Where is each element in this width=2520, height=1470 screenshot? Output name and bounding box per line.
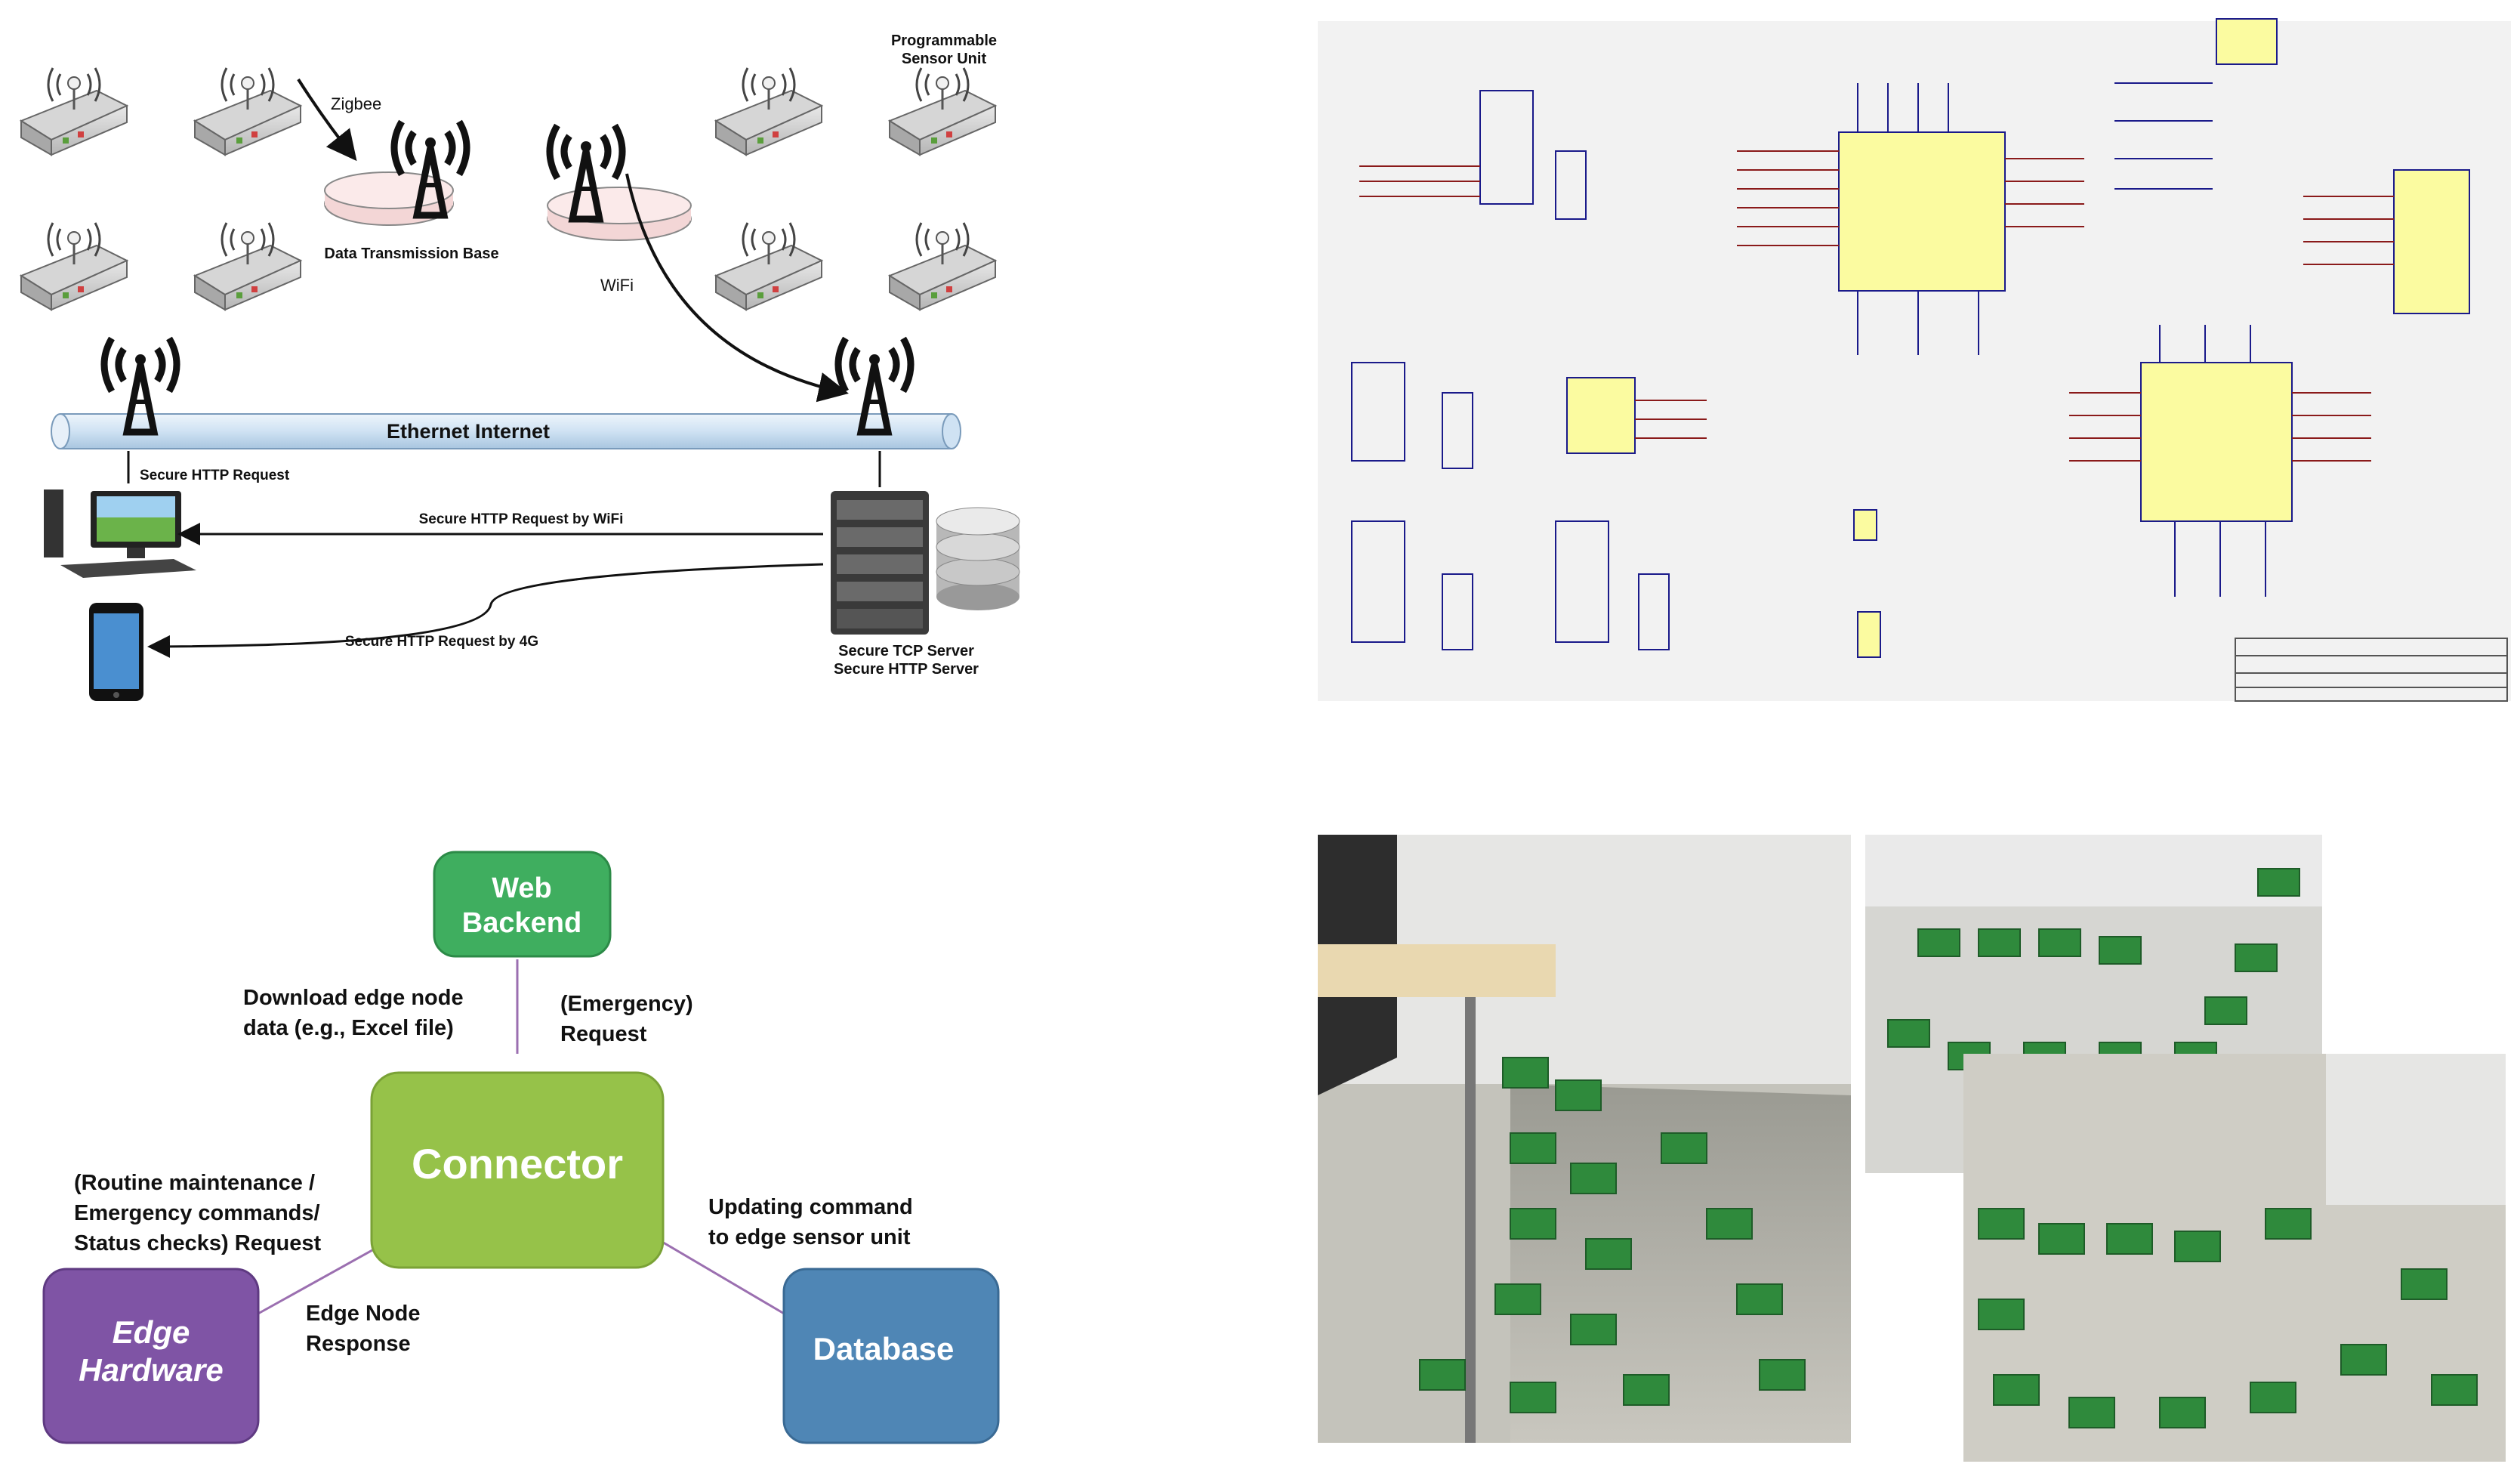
web-backend-box [433,851,612,958]
edge-hardware-label: Edge [113,1314,190,1350]
circuit-schematic [1318,18,2511,702]
sensor-unit-icon [20,66,128,156]
updating-command-label: Updating command [708,1195,913,1219]
sensor-unit-label: Programmable [891,32,997,49]
secure-http-label: Secure HTTP Request [140,468,290,483]
smartphone-icon [89,603,143,701]
4g-request-arrow [147,563,824,658]
routine-request-label: Emergency commands/ [74,1201,320,1225]
schematic-title-block [2235,638,2508,702]
deployment-photo-left [1318,835,1851,1443]
download-label: data (e.g., Excel file) [243,1016,454,1040]
base-station-icon [324,122,467,226]
dip-switch-block [1351,90,1670,650]
network-topology-diagram: Programmable Sensor Unit Zigbee Data Tra… [20,32,1020,701]
sensor-unit-icon [714,221,823,311]
database-cylinder-icon [936,507,1020,610]
server-label: Secure HTTP Server [834,661,979,678]
edge-node-response-label: Response [306,1332,411,1356]
sensor-unit-icon [193,221,302,311]
routine-request-label: Status checks) Request [74,1231,322,1255]
schematic-wires [1359,150,2394,462]
server-icon [831,491,929,635]
connector-database-link [656,1237,786,1316]
header-connector [1857,611,1881,658]
input-header [1853,509,1877,541]
deployment-photo-bottom-right [1963,1054,2506,1462]
ethernet-pipe [51,413,961,449]
ethernet-chip [2140,362,2293,522]
4g-request-label: Secure HTTP Request by 4G [345,634,538,650]
base-station-label: Data Transmission Base [324,246,498,262]
wifi-label: WiFi [600,276,634,295]
download-label: Download edge node [243,986,464,1010]
mcu-chip [1838,131,2006,292]
wifi-base-station-icon [547,125,692,241]
desktop-computer-icon [44,489,196,578]
edge-hardware-label: Hardware [79,1352,223,1388]
sensor-unit-icon [20,221,128,311]
web-backend-label: Web [492,872,552,904]
connector-box [370,1071,665,1269]
rj45-connector [2393,169,2470,314]
routine-request-label: (Routine maintenance / [74,1171,315,1195]
schematic-rails [1857,82,2266,597]
emergency-request-label: (Emergency) [560,992,693,1016]
jtag-header [1566,377,1636,454]
database-label: Database [813,1331,955,1367]
connector-edge-link [256,1237,393,1316]
zigbee-label: Zigbee [331,94,381,113]
sensor-unit-label: Sensor Unit [902,51,987,67]
connector-label: Connector [412,1140,623,1187]
wifi-arrow [625,173,849,403]
edge-node-response-label: Edge Node [306,1302,420,1326]
database-box [782,1268,1000,1444]
sensor-unit-icon [714,66,823,156]
updating-command-label: to edge sensor unit [708,1225,911,1249]
sensor-unit-icon [888,66,997,156]
edge-hardware-box [42,1268,260,1444]
zigbee-arrow [297,78,357,162]
web-backend-label: Backend [462,907,581,939]
sensor-unit-icon [193,66,302,156]
wifi-request-label: Secure HTTP Request by WiFi [419,511,624,527]
top-header [2216,18,2278,65]
ethernet-label: Ethernet Internet [387,420,550,443]
server-label: Secure TCP Server [838,643,974,659]
emergency-request-label: Request [560,1022,647,1046]
sensor-unit-icon [888,221,997,311]
architecture-diagram: Web Backend Connector Edge Hardware Data… [42,851,1000,1444]
